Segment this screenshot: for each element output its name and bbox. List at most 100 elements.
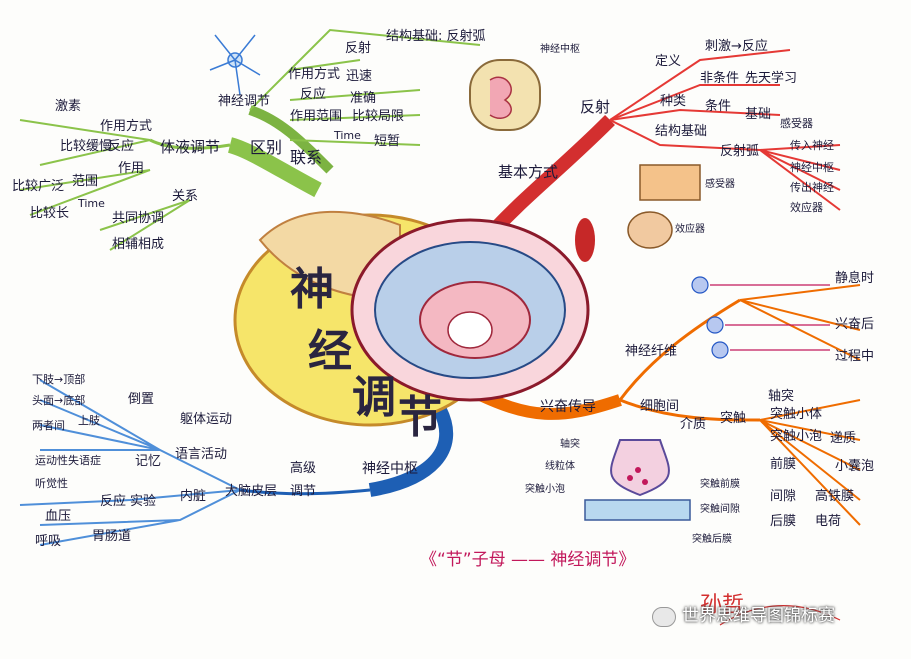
label-short: 短暂 bbox=[374, 134, 401, 149]
label-cond: 条件 bbox=[705, 99, 732, 114]
label-action: 作用 bbox=[118, 161, 145, 176]
effector-organ-drawing bbox=[575, 218, 595, 262]
label-struct: 结构基础 bbox=[655, 124, 708, 139]
label-response: 反应 bbox=[300, 87, 327, 102]
label-basis: 结构基础: 反射弧 bbox=[386, 29, 486, 44]
spinal-cord-drawing bbox=[469, 59, 541, 131]
label-terminal: 突触小体 bbox=[770, 407, 823, 422]
label-range: 作用范围 bbox=[290, 109, 343, 124]
label-excited: 兴奋后 bbox=[835, 317, 875, 332]
label-mode2: 作用方式 bbox=[100, 119, 153, 134]
label-internal: 内脏 bbox=[180, 489, 207, 504]
center-char-3: 调 bbox=[352, 372, 396, 423]
center-char-1: 神 bbox=[290, 264, 334, 315]
label-l-axon: 轴突 bbox=[560, 439, 580, 450]
label-axon: 轴突 bbox=[768, 389, 795, 404]
label-medium: 介质 bbox=[680, 417, 707, 432]
receptor-tissue-drawing bbox=[639, 164, 701, 201]
label-rest: 静息时 bbox=[835, 271, 875, 286]
label-effector: 效应器 bbox=[790, 201, 823, 214]
label-slow: 比较缓慢 bbox=[60, 139, 113, 154]
label-center: 神经中枢 bbox=[362, 461, 418, 477]
watermark-text: 世界思维导图锦标赛 bbox=[682, 606, 835, 626]
label-reflex-right: 反射 bbox=[580, 98, 611, 116]
label-lang: 语言活动 bbox=[175, 447, 228, 462]
label-fiber: 神经纤维 bbox=[625, 344, 678, 359]
label-transmitter: 递质 bbox=[830, 431, 857, 446]
label-mem: 记忆 bbox=[135, 454, 162, 469]
neuron-drawing bbox=[209, 34, 261, 96]
label-range2: 范围 bbox=[72, 174, 99, 189]
label-arc: 反射弧 bbox=[720, 144, 760, 159]
label-post: 后膜 bbox=[770, 514, 797, 529]
label-relation: 关系 bbox=[172, 189, 199, 204]
label-efferent: 传出神经 bbox=[790, 181, 834, 194]
muscle-drawing bbox=[627, 211, 673, 249]
label-mutual: 相辅相成 bbox=[112, 237, 165, 252]
label-diff: 区别 bbox=[250, 138, 283, 157]
label-between: 细胞间 bbox=[640, 399, 680, 414]
center-char-2: 经 bbox=[308, 326, 352, 377]
label-spinal: 神经中枢 bbox=[540, 44, 580, 55]
label-pre: 前膜 bbox=[770, 457, 797, 472]
neuron-right-drawings bbox=[691, 276, 729, 359]
label-def: 定义 bbox=[655, 54, 682, 69]
label-synapse: 突触 bbox=[720, 411, 747, 426]
label-link: 联系 bbox=[290, 148, 323, 167]
label-aphasia: 运动性失语症 bbox=[35, 454, 101, 467]
label-receptor: 感受器 bbox=[780, 117, 813, 130]
label-accurate: 准确 bbox=[350, 91, 377, 106]
label-postm: 突触后膜 bbox=[692, 534, 732, 545]
label-gi: 胃肠道 bbox=[92, 529, 132, 544]
label-humoral: 体液调节 bbox=[160, 138, 221, 156]
label-higher: 高级 bbox=[290, 461, 317, 476]
label-bp: 血压 bbox=[45, 509, 72, 524]
label-charge: 电荷 bbox=[815, 514, 842, 529]
label-time: Time bbox=[334, 129, 361, 142]
label-process: 过程中 bbox=[835, 349, 875, 364]
label-upper: 上肢 bbox=[78, 414, 100, 427]
label-cleft: 突触间隙 bbox=[700, 504, 740, 515]
synapse-drawing bbox=[584, 439, 691, 521]
label-breath: 呼吸 bbox=[35, 534, 62, 549]
label-membrane: 突触前膜 bbox=[700, 479, 740, 490]
label-l-vesicle: 突触小泡 bbox=[525, 484, 565, 495]
label-body-move: 躯体运动 bbox=[180, 412, 233, 427]
label-reflex: 反射 bbox=[345, 41, 372, 56]
label-hear: 听觉性 bbox=[35, 477, 68, 490]
label-gap: 间隙 bbox=[770, 489, 797, 504]
branch-green-main bbox=[248, 105, 334, 174]
label-between: 两者间 bbox=[32, 419, 65, 432]
label-basic: 基本方式 bbox=[498, 163, 559, 181]
label-time2: Time bbox=[78, 197, 105, 210]
wechat-icon bbox=[652, 607, 676, 627]
label-basis-right: 基础 bbox=[745, 107, 772, 122]
label-cortex: 大脑皮层 bbox=[225, 484, 278, 499]
label-wide: 比较广泛 bbox=[12, 179, 65, 194]
label-eff-lbl: 效应器 bbox=[675, 224, 705, 235]
label-leg: 下肢→顶部 bbox=[32, 373, 86, 386]
label-transmit: 兴奋传导 bbox=[540, 399, 596, 415]
label-afferent: 传入神经 bbox=[790, 139, 834, 152]
label-reg: 调节 bbox=[290, 484, 317, 499]
label-neural-reg: 神经调节 bbox=[218, 94, 271, 109]
label-rising: 高铁膜 bbox=[815, 489, 855, 504]
signature: 孙哲 bbox=[700, 593, 745, 618]
label-mito: 小囊泡 bbox=[835, 459, 875, 474]
caption-title: 《“节”子母 —— 神经调节》 bbox=[420, 550, 636, 570]
label-head: 头面→底部 bbox=[32, 394, 86, 407]
label-stim: 刺激→反应 bbox=[705, 39, 768, 54]
center-char-4: 节 bbox=[398, 392, 442, 443]
label-hormone: 激素 bbox=[55, 99, 82, 114]
label-speed: 迅速 bbox=[346, 69, 373, 84]
label-reflex2: 反应 bbox=[100, 494, 127, 509]
label-exp: 实验 bbox=[130, 494, 157, 509]
branch-blue-main bbox=[368, 406, 454, 497]
label-recp-lbl: 感受器 bbox=[705, 179, 735, 190]
label-type: 种类 bbox=[660, 94, 687, 109]
label-center-nerve: 神经中枢 bbox=[790, 161, 834, 174]
branch-green-thick bbox=[227, 137, 322, 198]
label-resp2: 反应 bbox=[108, 139, 135, 154]
label-mode: 作用方式 bbox=[288, 67, 341, 82]
